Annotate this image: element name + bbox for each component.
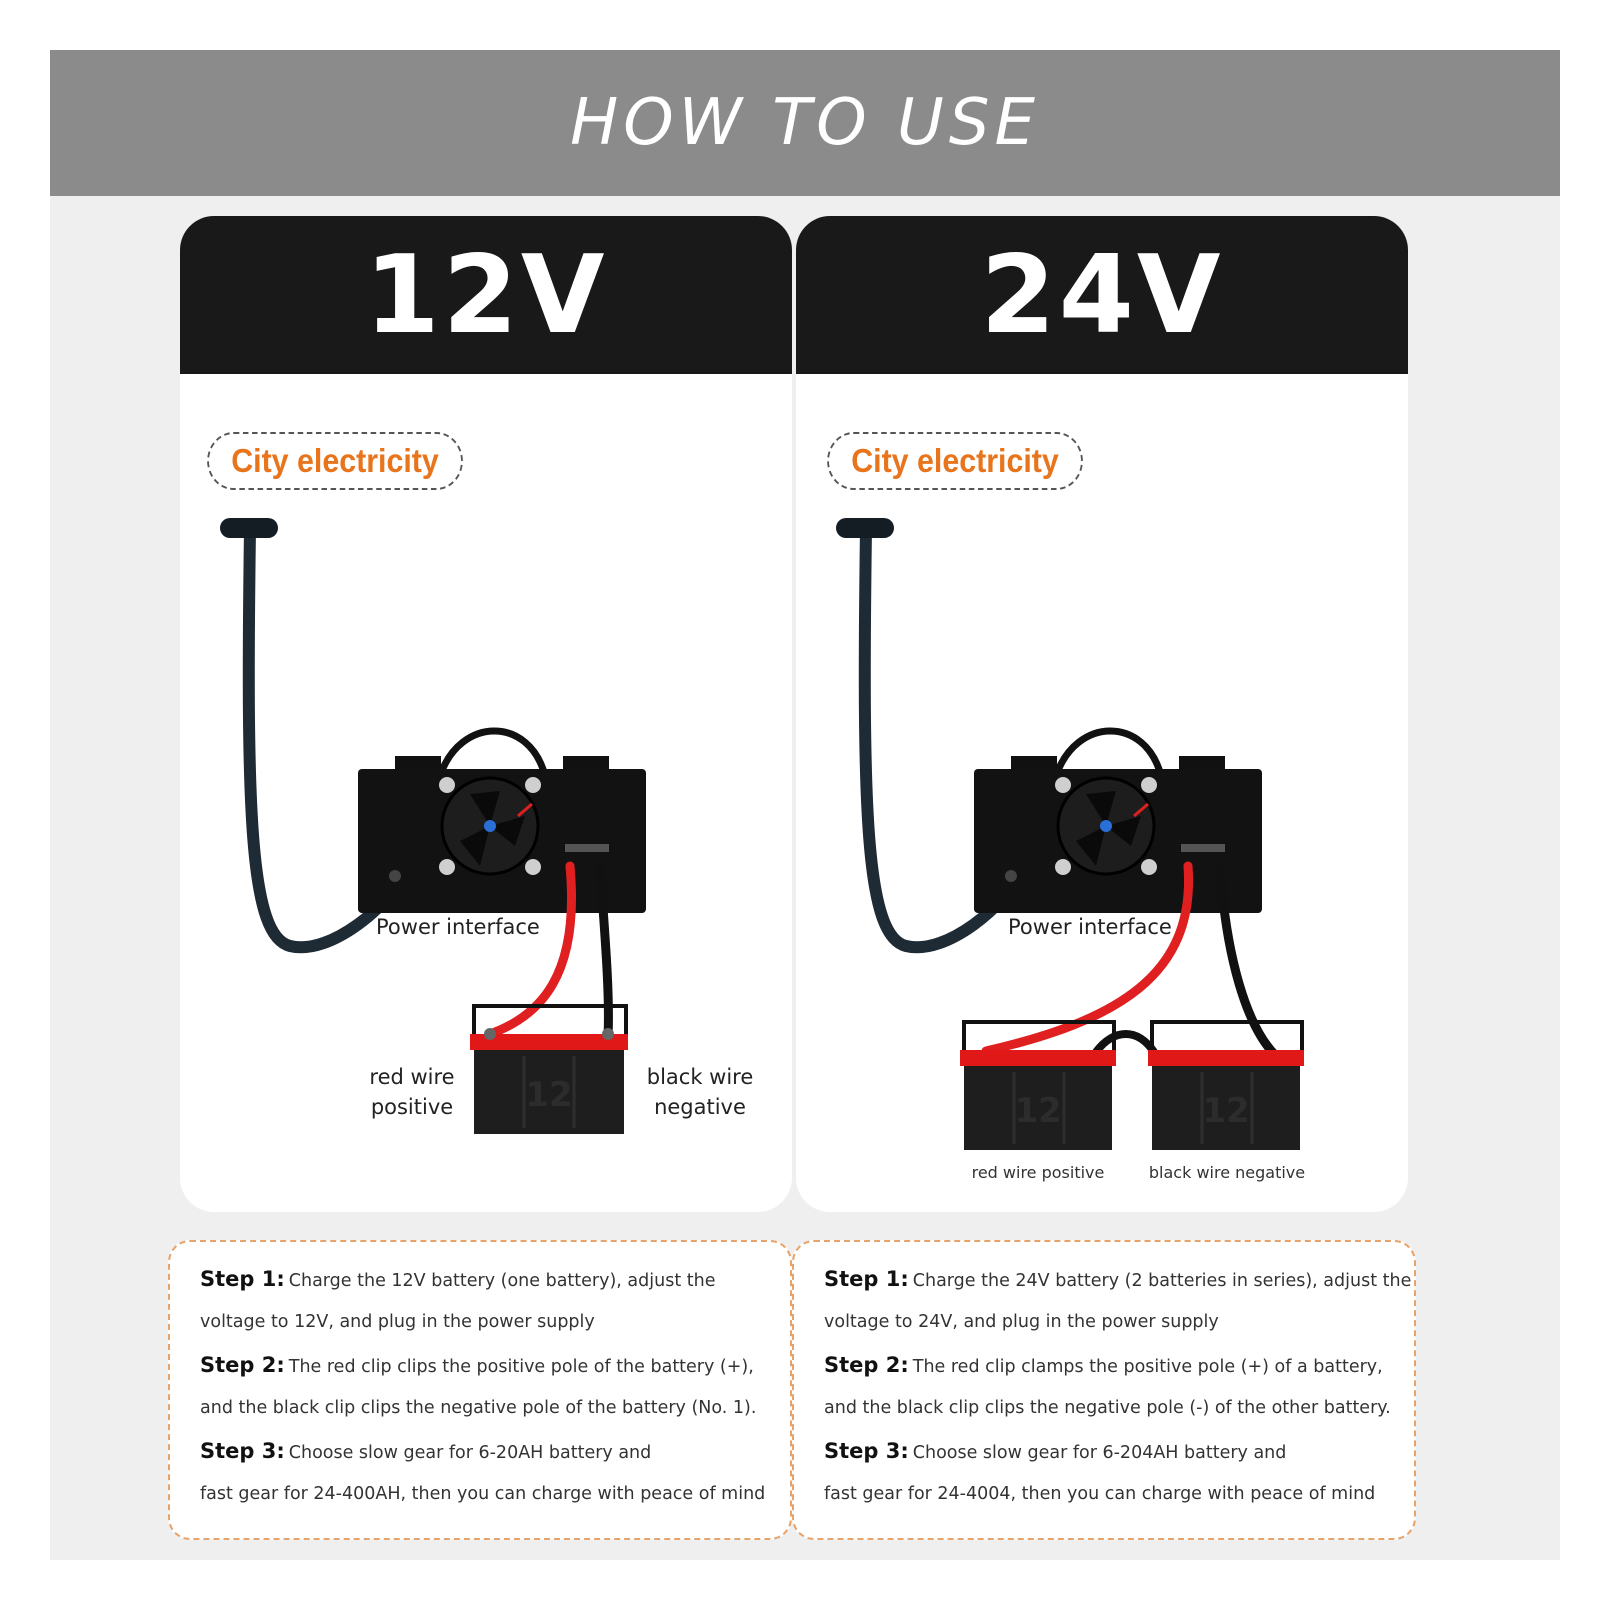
power-interface-label: Power interface xyxy=(376,915,540,939)
plug-icon xyxy=(836,518,894,538)
black-wire xyxy=(595,861,613,1041)
header-banner: HOW TO USE xyxy=(50,50,1560,196)
step-2-continuation: and the black clip clips the negative po… xyxy=(200,1398,757,1418)
voltage-title-24v: 24V xyxy=(980,232,1224,358)
step-3-continuation: fast gear for 24-400AH, then you can cha… xyxy=(200,1484,766,1504)
page-title: HOW TO USE xyxy=(570,86,1040,160)
step-2-continuation: and the black clip clips the negative po… xyxy=(824,1398,1391,1418)
panel-12v: 12V City electricity xyxy=(180,216,792,1212)
panel-24v-header: 24V xyxy=(796,216,1408,374)
city-electricity-badge: City electricity xyxy=(207,432,463,490)
power-interface-label: Power interface xyxy=(1008,915,1172,939)
voltage-title-12v: 12V xyxy=(364,232,608,358)
black-wire-negative-label: black wire negative xyxy=(1148,1163,1306,1182)
how-to-use-infographic: HOW TO USE 12V City electricity xyxy=(50,50,1560,1560)
steps-box-24v: Step 1:Charge the 24V battery (2 batteri… xyxy=(792,1240,1416,1540)
wiring-diagram-12v: 12 xyxy=(220,518,646,1134)
battery-icon: 12 xyxy=(470,1004,628,1134)
red-wire-positive-label: red wire positive xyxy=(971,1163,1105,1182)
power-cord xyxy=(220,518,416,954)
city-electricity-badge: City electricity xyxy=(827,432,1083,490)
battery-icon: 12 xyxy=(960,1020,1116,1150)
series-jumper-wire xyxy=(1092,1030,1158,1055)
step-1-continuation: voltage to 24V, and plug in the power su… xyxy=(824,1312,1219,1332)
steps-box-12v: Step 1:Charge the 12V battery (one batte… xyxy=(168,1240,792,1540)
wiring-diagram-24v: 12 12 xyxy=(836,518,1304,1150)
panel-12v-header: 12V xyxy=(180,216,792,374)
svg-text:12: 12 xyxy=(1014,1091,1061,1131)
power-cord xyxy=(836,518,1032,954)
panel-24v: 24V City electricity xyxy=(796,216,1408,1212)
step-3-continuation: fast gear for 24-4004, then you can char… xyxy=(824,1484,1376,1504)
svg-text:12: 12 xyxy=(1202,1091,1249,1131)
svg-text:12: 12 xyxy=(525,1075,572,1115)
plug-icon xyxy=(220,518,278,538)
battery-icon: 12 xyxy=(1148,1020,1304,1150)
black-wire xyxy=(1215,861,1281,1061)
step-1-line: Step 1:Charge the 24V battery (2 batteri… xyxy=(824,1267,1412,1291)
step-2-line: Step 2:The red clip clamps the positive … xyxy=(824,1353,1383,1377)
step-1-continuation: voltage to 12V, and plug in the power su… xyxy=(200,1312,595,1332)
step-3-line: Step 3:Choose slow gear for 6-204AH batt… xyxy=(824,1439,1287,1463)
red-wire-positive-label: red wire positive xyxy=(369,1065,455,1119)
red-wire xyxy=(485,861,576,1039)
step-3-line: Step 3:Choose slow gear for 6-20AH batte… xyxy=(200,1439,652,1463)
black-wire-negative-label: black wire negative xyxy=(646,1065,754,1119)
step-1-line: Step 1:Charge the 12V battery (one batte… xyxy=(200,1267,716,1291)
red-wire xyxy=(981,861,1194,1056)
step-2-line: Step 2:The red clip clips the positive p… xyxy=(200,1353,754,1377)
